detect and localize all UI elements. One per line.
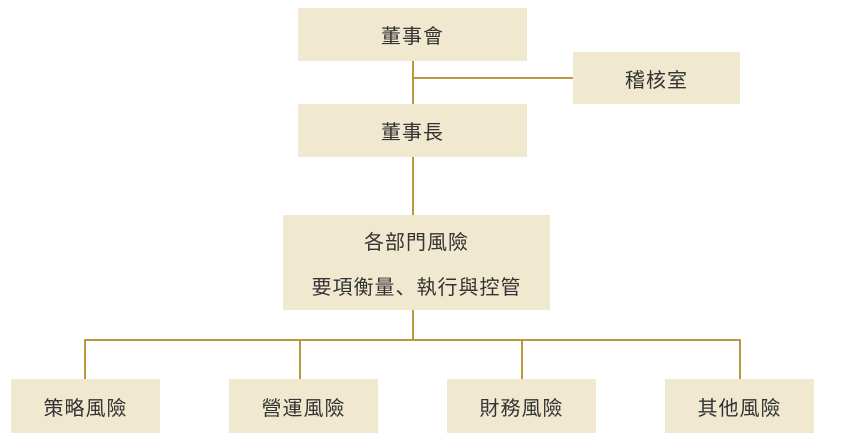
operation-risk-node: 營運風險 <box>229 379 378 433</box>
audit-office-label: 稽核室 <box>625 67 688 92</box>
connector-departments-bus <box>412 310 414 340</box>
departments-label-line2: 要項衡量、執行與控管 <box>311 274 522 299</box>
connector-chairman-departments <box>412 157 414 215</box>
operation-risk-label: 營運風險 <box>261 395 346 420</box>
connector-drop-operation-risk <box>299 339 301 379</box>
connector-board-chairman <box>412 61 414 104</box>
connector-drop-finance-risk <box>521 339 523 379</box>
other-risk-node: 其他風險 <box>665 379 814 433</box>
board-node: 董事會 <box>298 8 527 61</box>
connector-drop-strategy-risk <box>84 339 86 379</box>
departments-label-line1: 各部門風險 <box>364 229 469 254</box>
chairman-label: 董事長 <box>381 120 444 144</box>
board-label: 董事會 <box>381 24 444 48</box>
connector-drop-other-risk <box>739 339 741 379</box>
audit-office-node: 稽核室 <box>573 52 740 104</box>
finance-risk-node: 財務風險 <box>447 379 596 433</box>
departments-node: 各部門風險 要項衡量、執行與控管 <box>283 215 550 310</box>
strategy-risk-node: 策略風險 <box>11 379 160 433</box>
other-risk-label: 其他風險 <box>697 395 782 420</box>
connector-audit-branch <box>413 77 573 79</box>
strategy-risk-label: 策略風險 <box>43 395 128 420</box>
connector-risk-bus <box>85 339 741 341</box>
finance-risk-label: 財務風險 <box>479 395 564 420</box>
chairman-node: 董事長 <box>298 104 527 157</box>
